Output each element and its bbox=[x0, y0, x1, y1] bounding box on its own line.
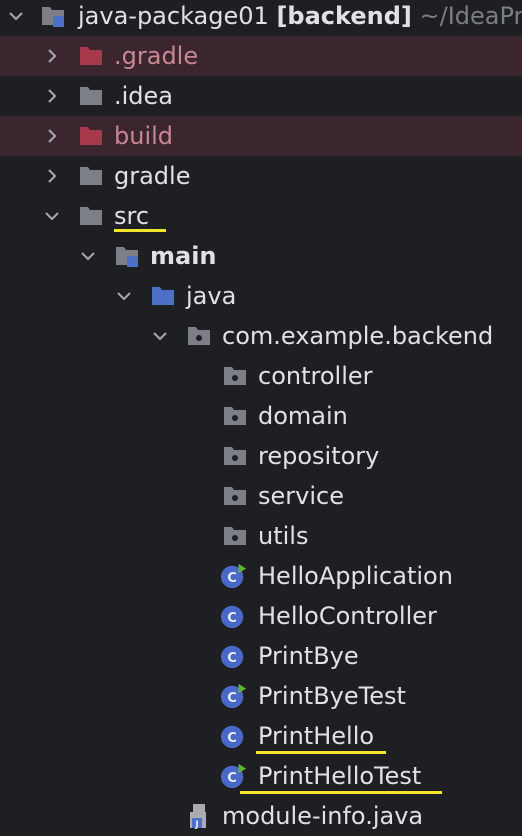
folder-icon bbox=[80, 207, 102, 225]
chevron-down-icon[interactable] bbox=[78, 246, 98, 266]
svg-text:C: C bbox=[227, 691, 237, 706]
chevron-down-icon[interactable] bbox=[114, 286, 134, 306]
chevron-down-icon[interactable] bbox=[42, 206, 62, 226]
folder-excluded-icon bbox=[80, 127, 102, 145]
tree-item-label: HelloApplication bbox=[258, 562, 453, 590]
svg-text:C: C bbox=[227, 771, 237, 786]
tree-row-package-root[interactable]: com.example.backend bbox=[0, 316, 522, 356]
tree-item-label: PrintBye bbox=[258, 642, 359, 670]
tree-row-controller[interactable]: controller bbox=[0, 356, 522, 396]
tree-row-gradle-dir[interactable]: .gradle bbox=[0, 36, 522, 76]
tree-item-label: build bbox=[114, 122, 174, 150]
tree-row-main[interactable]: main bbox=[0, 236, 522, 276]
java-file-icon: J bbox=[190, 804, 206, 829]
tree-item-label: .idea bbox=[114, 82, 174, 110]
tree-row-utils[interactable]: utils bbox=[0, 516, 522, 556]
tree-row-repository[interactable]: repository bbox=[0, 436, 522, 476]
tree-row-src[interactable]: src bbox=[0, 196, 522, 236]
package-icon bbox=[224, 407, 246, 425]
tree-item-label: PrintByeTest bbox=[258, 682, 406, 710]
tree-row-root[interactable]: java-package01 [backend] ~/IdeaPr bbox=[0, 0, 522, 36]
tree-row-print-hello[interactable]: C PrintHello bbox=[0, 716, 522, 756]
tree-item-label: .gradle bbox=[114, 42, 199, 70]
tree-item-label: module-info.java bbox=[222, 802, 424, 830]
tree-item-label: PrintHelloTest bbox=[258, 762, 422, 790]
tree-item-label: java bbox=[186, 282, 237, 310]
chevron-down-icon[interactable] bbox=[6, 6, 26, 26]
svg-text:C: C bbox=[227, 571, 237, 586]
class-icon: C bbox=[220, 725, 244, 749]
folder-icon bbox=[80, 167, 102, 185]
tree-row-java[interactable]: java bbox=[0, 276, 522, 316]
tree-item-label: gradle bbox=[114, 162, 191, 190]
module-folder-icon bbox=[42, 7, 64, 27]
tree-row-hello-application[interactable]: C HelloApplication bbox=[0, 556, 522, 596]
tree-item-label: repository bbox=[258, 442, 380, 470]
root-path: ~/IdeaPr bbox=[419, 2, 522, 30]
class-icon: C bbox=[220, 645, 244, 669]
tree-item-label: com.example.backend bbox=[222, 322, 494, 350]
root-module: [backend] bbox=[276, 2, 412, 30]
module-folder-icon bbox=[116, 247, 138, 267]
root-name: java-package01 bbox=[78, 2, 269, 30]
chevron-down-icon[interactable] bbox=[150, 326, 170, 346]
package-icon bbox=[224, 447, 246, 465]
tree-row-idea[interactable]: .idea bbox=[0, 76, 522, 116]
tree-row-domain[interactable]: domain bbox=[0, 396, 522, 436]
tree-row-service[interactable]: service bbox=[0, 476, 522, 516]
tree-item-label: PrintHello bbox=[258, 722, 375, 750]
highlight-underline bbox=[114, 229, 166, 232]
tree-row-print-hello-test[interactable]: C PrintHelloTest bbox=[0, 756, 522, 796]
folder-excluded-icon bbox=[80, 47, 102, 65]
tree-row-print-bye[interactable]: C PrintBye bbox=[0, 636, 522, 676]
tree-item-label: service bbox=[258, 482, 344, 510]
tree-row-hello-controller[interactable]: C HelloController bbox=[0, 596, 522, 636]
tree-item-label: src bbox=[114, 202, 150, 230]
highlight-underline bbox=[256, 751, 386, 754]
tree-item-label: main bbox=[150, 242, 217, 270]
root-label: java-package01 [backend] ~/IdeaPr bbox=[78, 0, 522, 36]
tree-item-label: utils bbox=[258, 522, 309, 550]
svg-text:C: C bbox=[227, 731, 237, 746]
folder-icon bbox=[80, 87, 102, 105]
tree-item-label: domain bbox=[258, 402, 348, 430]
tree-row-gradle[interactable]: gradle bbox=[0, 156, 522, 196]
class-runnable-icon: C bbox=[220, 763, 246, 789]
package-icon bbox=[224, 367, 246, 385]
svg-text:J: J bbox=[194, 820, 198, 829]
svg-text:C: C bbox=[227, 651, 237, 666]
class-icon: C bbox=[220, 605, 244, 629]
svg-text:C: C bbox=[227, 611, 237, 626]
package-icon bbox=[188, 327, 210, 345]
package-icon bbox=[224, 527, 246, 545]
class-runnable-icon: C bbox=[220, 563, 246, 589]
tree-item-label: controller bbox=[258, 362, 373, 390]
tree-row-build[interactable]: build bbox=[0, 116, 522, 156]
chevron-right-icon[interactable] bbox=[42, 86, 62, 106]
highlight-underline bbox=[240, 791, 442, 794]
chevron-right-icon[interactable] bbox=[42, 166, 62, 186]
chevron-right-icon[interactable] bbox=[42, 126, 62, 146]
chevron-right-icon[interactable] bbox=[42, 46, 62, 66]
package-icon bbox=[224, 487, 246, 505]
source-root-folder-icon bbox=[152, 287, 174, 305]
tree-row-print-bye-test[interactable]: C PrintByeTest bbox=[0, 676, 522, 716]
tree-item-label: HelloController bbox=[258, 602, 437, 630]
class-runnable-icon: C bbox=[220, 683, 246, 709]
tree-row-module-info[interactable]: J module-info.java bbox=[0, 796, 522, 836]
